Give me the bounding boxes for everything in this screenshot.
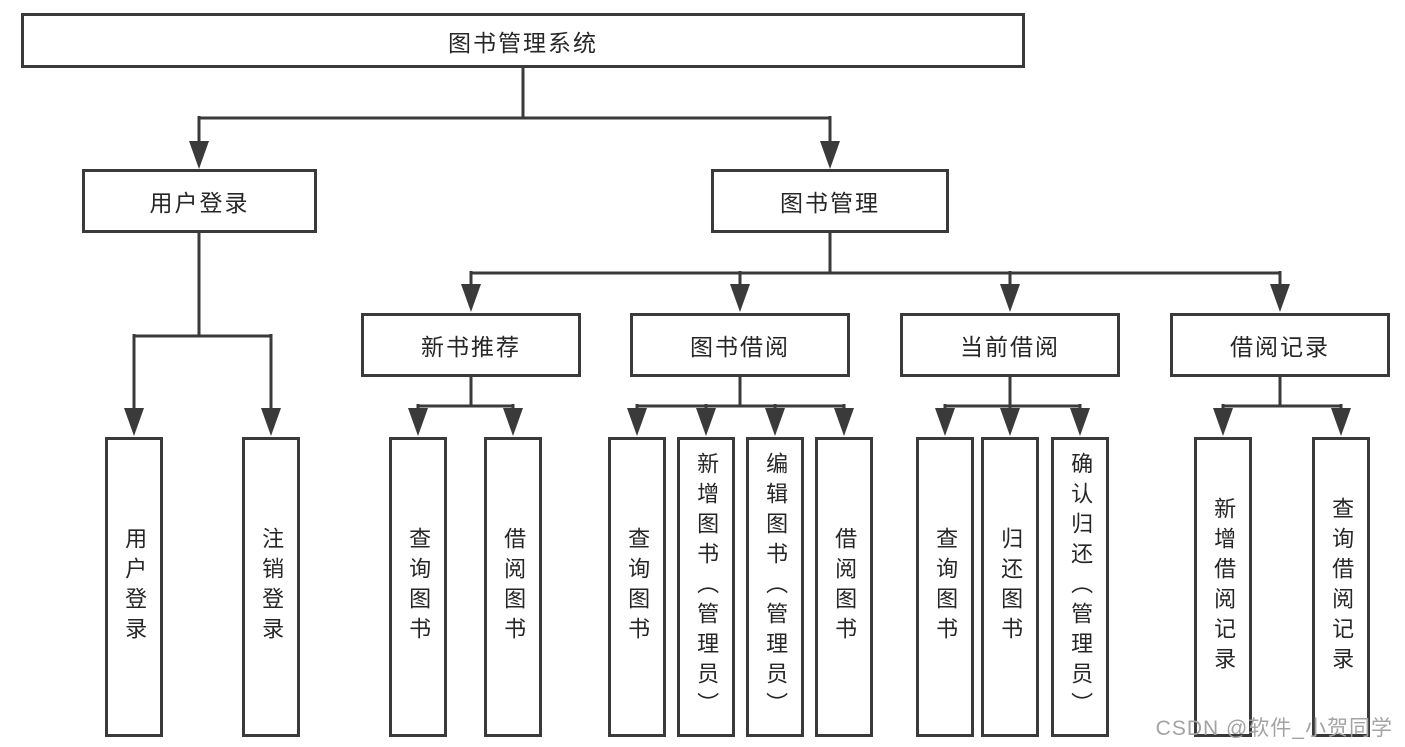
- node-leaf-search-books-borrowing: 查询图书: [608, 437, 666, 737]
- node-leaf-user-login: 用户登录: [105, 437, 163, 737]
- connector-lines: [132, 68, 1343, 412]
- node-leaf-search-books-recommend: 查询图书: [389, 437, 447, 737]
- node-label: 用户登录: [149, 190, 250, 216]
- node-label: 查询图书: [933, 527, 959, 647]
- node-label: 编辑图书（管理员）: [763, 452, 789, 722]
- node-book-borrowing: 图书借阅: [630, 313, 850, 377]
- node-label: 当前借阅: [960, 334, 1060, 360]
- branch-current-borrowing: [943, 376, 1082, 412]
- node-leaf-return-books: 归还图书: [981, 437, 1039, 737]
- node-borrowing-records: 借阅记录: [1170, 313, 1390, 377]
- node-new-book-recommend: 新书推荐: [361, 313, 581, 377]
- node-leaf-logout: 注销登录: [242, 437, 300, 737]
- node-label: 借阅图书: [832, 527, 858, 647]
- node-label: 确认归还（管理员）: [1068, 452, 1094, 722]
- node-leaf-search-books-current: 查询图书: [916, 437, 974, 737]
- branch-user-login: [132, 233, 273, 412]
- node-book-management: 图书管理: [711, 169, 949, 233]
- node-leaf-edit-book-admin: 编辑图书（管理员）: [746, 437, 804, 737]
- node-leaf-borrow-books: 借阅图书: [815, 437, 873, 737]
- branch-root: [197, 68, 832, 146]
- node-leaf-confirm-return-admin: 确认归还（管理员）: [1051, 437, 1109, 737]
- node-leaf-search-borrow-record: 查询借阅记录: [1312, 437, 1370, 737]
- node-label: 借阅记录: [1230, 334, 1330, 360]
- branch-new-book-recommend: [416, 376, 515, 412]
- node-label: 注销登录: [259, 527, 285, 647]
- node-leaf-borrow-books-recommend: 借阅图书: [484, 437, 542, 737]
- node-leaf-add-borrow-record: 新增借阅记录: [1194, 437, 1252, 737]
- branch-book-management: [469, 233, 1282, 288]
- node-user-login: 用户登录: [82, 169, 317, 233]
- node-label: 新增借阅记录: [1211, 497, 1237, 677]
- node-leaf-add-book-admin: 新增图书（管理员）: [677, 437, 735, 737]
- node-root-system: 图书管理系统: [21, 13, 1025, 68]
- node-label: 图书管理系统: [448, 29, 598, 56]
- node-label: 图书管理: [780, 190, 880, 216]
- node-label: 新书推荐: [421, 334, 521, 360]
- node-label: 查询图书: [625, 527, 651, 647]
- node-label: 图书借阅: [690, 334, 790, 360]
- node-label: 归还图书: [998, 527, 1024, 647]
- watermark: CSDN @软件_小贺同学: [1155, 717, 1393, 740]
- node-label: 用户登录: [122, 527, 148, 647]
- node-label: 查询图书: [406, 527, 432, 647]
- branch-borrowing-records: [1221, 376, 1343, 412]
- node-label: 新增图书（管理员）: [694, 452, 720, 722]
- node-label: 查询借阅记录: [1329, 497, 1355, 677]
- branch-book-borrowing: [635, 376, 846, 412]
- node-current-borrowing: 当前借阅: [900, 313, 1120, 377]
- node-label: 借阅图书: [501, 527, 527, 647]
